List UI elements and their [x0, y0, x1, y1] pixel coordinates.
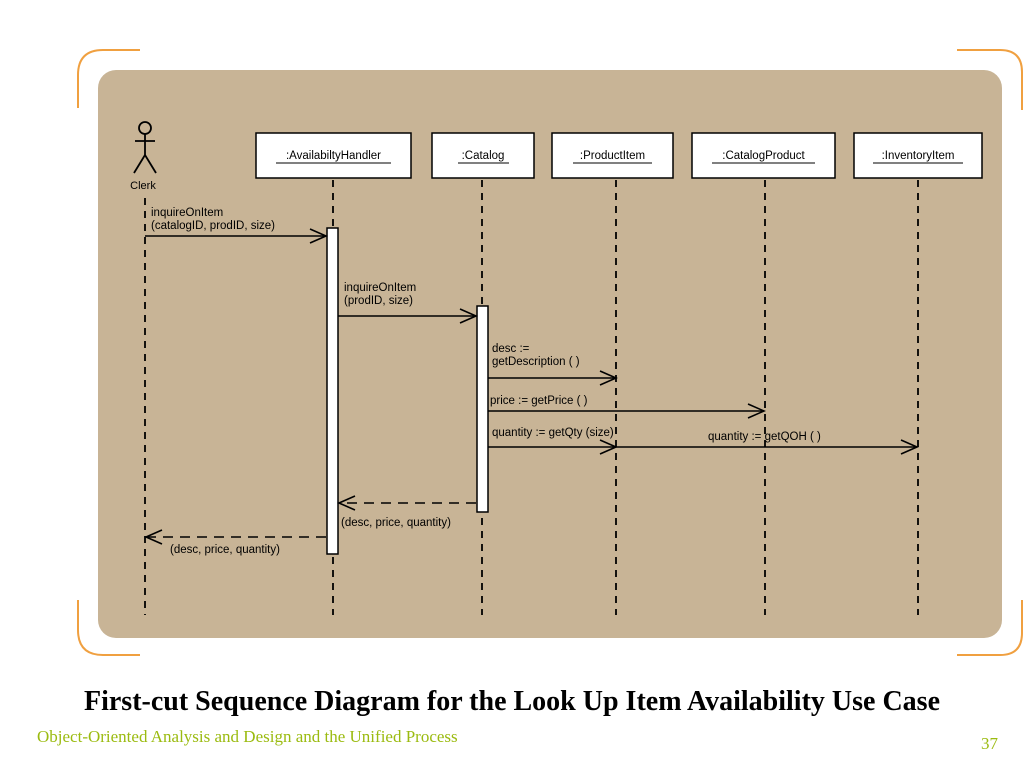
actor-leg-left [133, 154, 146, 174]
diagram-panel [98, 70, 1002, 638]
message-label-line: getDescription ( ) [492, 356, 580, 368]
bracket-bottom-right [957, 600, 1023, 656]
message-label-line: quantity := getQty (size) [492, 427, 614, 439]
message-label-line: inquireOnItem [151, 207, 223, 219]
object-box [691, 132, 836, 179]
message-label-line: quantity := getQOH ( ) [708, 431, 821, 443]
object-box [431, 132, 535, 179]
object-catalog: :Catalog [431, 132, 535, 179]
object-box [853, 132, 983, 179]
message-label-line: (desc, price, quantity) [341, 517, 451, 529]
bracket-top-left [77, 49, 140, 108]
message-arrows [144, 228, 919, 545]
object-product-item: :ProductItem [551, 132, 674, 179]
arrowhead [309, 228, 328, 244]
actor-clerk [133, 121, 157, 174]
message-label-line: inquireOnItem [344, 282, 416, 294]
slide-title: First-cut Sequence Diagram for the Look … [84, 686, 940, 717]
lifelines [144, 180, 919, 615]
activation-availability-handler [326, 227, 339, 555]
bracket-top-right [957, 49, 1023, 110]
object-availability-handler: :AvailabiltyHandler [255, 132, 412, 179]
bracket-bottom-left [77, 600, 140, 656]
arrowhead [337, 495, 356, 511]
corner-brackets [77, 49, 1023, 656]
object-inventory-item: :InventoryItem [853, 132, 983, 179]
message-labels: inquireOnItem (catalogID, prodID, size) … [151, 207, 821, 556]
object-catalog-product: :CatalogProduct [691, 132, 836, 179]
arrowhead [747, 403, 766, 419]
actor-label: Clerk [130, 180, 156, 192]
slide-footer: Object-Oriented Analysis and Design and … [37, 727, 458, 746]
message-label-line: desc := [492, 343, 530, 355]
activation-catalog [476, 305, 489, 513]
page-number: 37 [981, 734, 998, 753]
arrowhead [459, 308, 478, 324]
object-box [255, 132, 412, 179]
actor-leg-right [144, 154, 157, 174]
object-label: :ProductItem [580, 150, 645, 162]
arrowhead [599, 370, 618, 386]
message-label-line: (catalogID, prodID, size) [151, 220, 275, 232]
arrowhead [144, 529, 163, 545]
object-label: :CatalogProduct [722, 150, 805, 162]
message-label-line: (prodID, size) [344, 295, 413, 307]
object-label: :InventoryItem [882, 150, 955, 162]
object-box [551, 132, 674, 179]
object-label: :AvailabiltyHandler [286, 150, 381, 162]
object-label: :Catalog [462, 150, 505, 162]
message-label-line: price := getPrice ( ) [490, 395, 588, 407]
message-label-line: (desc, price, quantity) [170, 544, 280, 556]
arrowhead [900, 439, 919, 455]
